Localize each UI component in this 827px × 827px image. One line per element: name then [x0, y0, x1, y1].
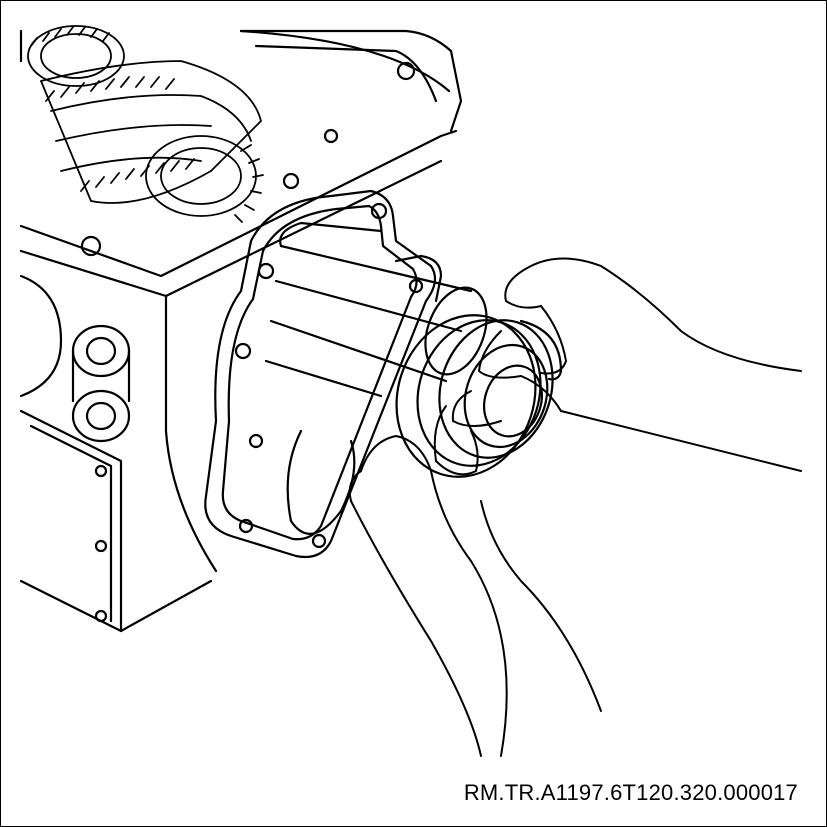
- technician-hands: [348, 257, 802, 757]
- gear-cluster: [27, 25, 264, 223]
- bearing-ring: [395, 314, 563, 478]
- housing-left-side: [19, 274, 218, 633]
- figure-reference-code: RM.TR.A1197.6T120.320.000017: [463, 780, 798, 805]
- extension-housing: [264, 221, 488, 535]
- cover-flange: [204, 189, 437, 559]
- housing-top-frame: [19, 29, 463, 433]
